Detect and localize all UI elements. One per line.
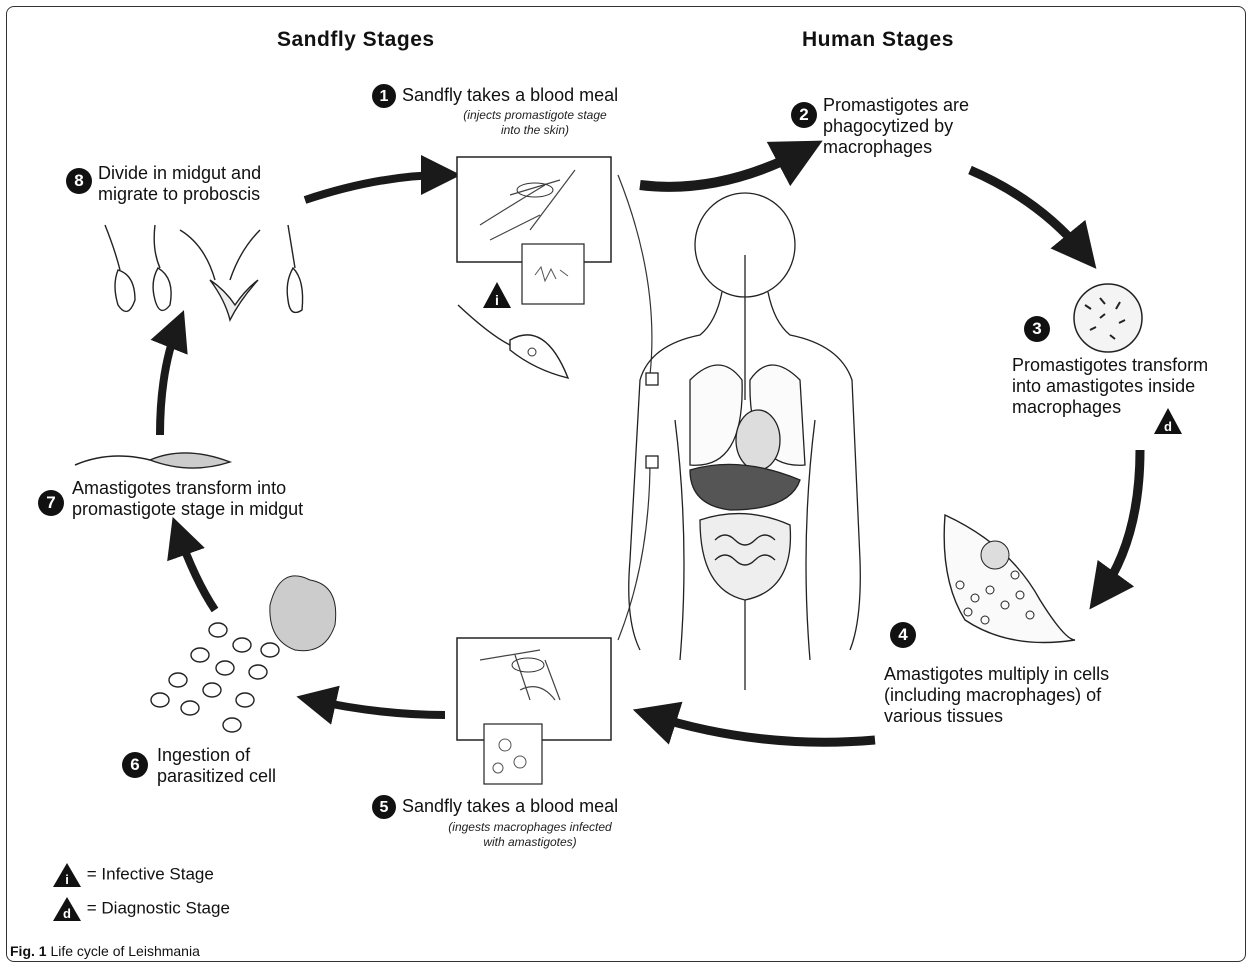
figure-caption: Fig. 1 Life cycle of Leishmania (10, 943, 200, 959)
human-figure (629, 193, 861, 690)
infective-marker-step1: i (483, 282, 511, 308)
step-6-number: 6 (122, 752, 148, 778)
infected-tissue (944, 515, 1075, 643)
legend-diagnostic: d = Diagnostic Stage (52, 896, 230, 922)
step-8-number: 8 (66, 168, 92, 194)
infective-triangle-icon: i (52, 862, 82, 888)
arrow-1-to-2 (640, 150, 805, 187)
sandfly-feeding-image-5 (457, 638, 611, 784)
legend-infective: i = Infective Stage (52, 862, 214, 888)
svg-text:d: d (63, 906, 71, 921)
step-4-label: Amastigotes multiply in cells(including … (884, 664, 1109, 727)
promastigote-free (458, 305, 568, 378)
step-4-number: 4 (890, 622, 916, 648)
arrow-6-to-7 (178, 532, 215, 610)
sandfly-stages-header: Sandfly Stages (277, 28, 435, 52)
arrow-2-to-3 (970, 170, 1085, 255)
arrow-8-to-1 (305, 175, 445, 200)
dividing-promastigotes (105, 225, 303, 320)
macrophage-with-amastigotes (1074, 284, 1142, 352)
arrow-7-to-8 (160, 325, 178, 435)
svg-text:i: i (65, 872, 69, 887)
ingested-parasitized-cells (151, 576, 336, 732)
transforming-promastigote (75, 453, 230, 468)
step-1-number: 1 (372, 84, 396, 108)
step-7-number: 7 (38, 490, 64, 516)
step-2-number: 2 (791, 102, 817, 128)
svg-text:i: i (495, 292, 499, 308)
diagnostic-triangle-icon: d (52, 896, 82, 922)
figure-caption-text: Life cycle of Leishmania (50, 943, 199, 959)
step-5-number: 5 (372, 795, 396, 819)
svg-text:d: d (1164, 419, 1172, 434)
arrow-4-to-5 (650, 715, 875, 742)
arrow-5-to-6 (312, 700, 445, 715)
connector-lines (618, 175, 652, 640)
arrow-3-to-4 (1100, 450, 1140, 595)
sandfly-feeding-image-1 (457, 157, 611, 304)
figure-caption-label: Fig. 1 (10, 943, 47, 959)
step-3-number: 3 (1024, 316, 1050, 342)
human-stages-header: Human Stages (802, 28, 954, 52)
